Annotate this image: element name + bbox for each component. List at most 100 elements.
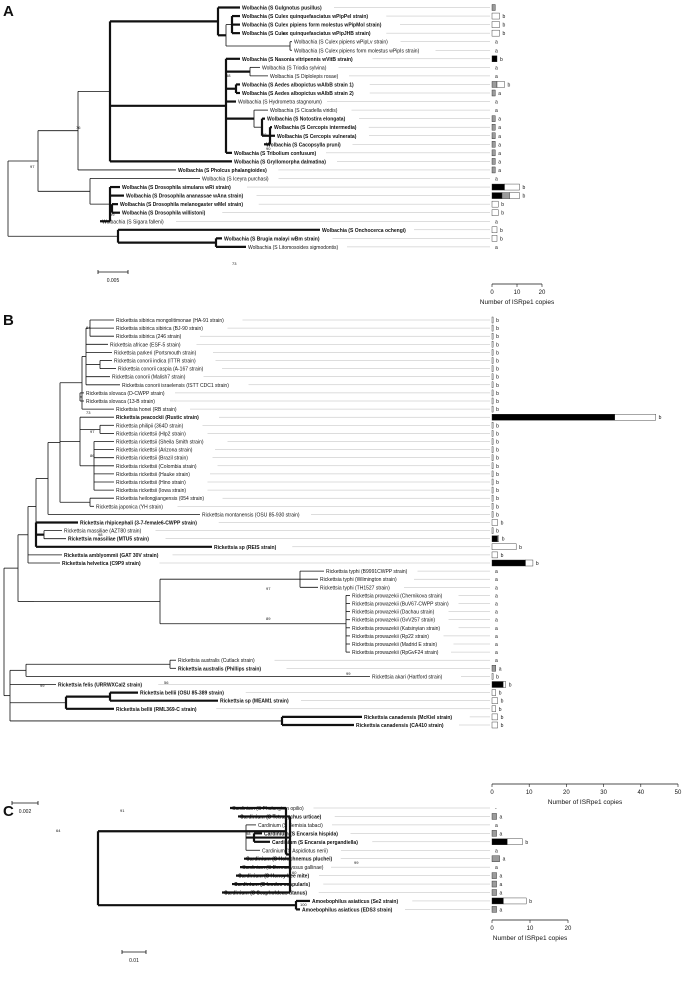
taxon-label: Rickettsia prowazekii (Madrid E strain): [352, 642, 437, 648]
bar-white: [525, 559, 534, 567]
tick-label: 0: [490, 290, 494, 296]
copy-class-letter: a: [495, 823, 498, 829]
taxon-label: Rickettsia sibirica mongolitimonae (HA-9…: [116, 318, 224, 324]
copy-class-letter: b: [496, 383, 499, 389]
tick-label: 0: [490, 790, 494, 796]
bar-white: [491, 430, 494, 437]
axis-title: Number of ISRpe1 copies: [548, 799, 623, 806]
copy-class-letter: b: [508, 82, 511, 88]
copy-class-letter: b: [496, 326, 499, 332]
bar-gray: [491, 132, 496, 139]
bar-white: [502, 681, 506, 688]
bar-gray: [491, 813, 497, 820]
taxon-label: Rickettsia prowazekii (BuV67-CWPP strain…: [352, 602, 449, 608]
copy-class-letter: b: [496, 318, 499, 324]
taxon-label: Rickettsia australis (Phillips strain): [178, 666, 261, 672]
bootstrap-value: 99: [110, 212, 115, 217]
copy-class-letter: b: [501, 211, 504, 217]
copy-class-letter: a: [500, 891, 503, 897]
bootstrap-value: 73: [86, 410, 91, 415]
scale-bar-label: 0.002: [19, 809, 32, 815]
taxon-label: Wolbachia (S Tribolium confusum): [234, 151, 316, 157]
copy-class-letter: a: [495, 593, 498, 599]
taxon-label: Rickettsia rickettsii (Iowa strain): [116, 488, 186, 494]
copy-class-letter: a: [495, 577, 498, 583]
bar-white: [504, 183, 520, 191]
bar-white: [491, 365, 494, 372]
bar-gray: [491, 141, 496, 148]
bar-gray: [491, 830, 497, 837]
bar-white: [491, 373, 494, 380]
bar-white: [491, 21, 500, 28]
taxon-label: Rickettsia sp (REIS strain): [214, 545, 277, 551]
bar-black: [491, 838, 508, 845]
copy-class-letter: b: [496, 367, 499, 373]
copy-class-letter: b: [500, 236, 503, 242]
bar-gray: [491, 89, 496, 97]
bar-black: [491, 559, 526, 567]
taxon-label: Rickettsia conorii indica (ITTR strain): [114, 359, 196, 365]
taxon-label: Rickettsia conorii caspia (A-167 strain): [118, 367, 204, 373]
bar-gray: [491, 166, 496, 174]
taxon-label: Rickettsia heilongjiangensis (054 strain…: [116, 496, 204, 502]
copy-class-letter: b: [496, 407, 499, 413]
copy-class-letter: a: [495, 602, 498, 608]
copy-class-letter: a: [495, 865, 498, 871]
copy-class-letter: a: [498, 151, 501, 157]
bar-white: [491, 462, 494, 469]
taxon-label: Rickettsia japonica (YH strain): [96, 504, 163, 510]
copy-class-letter: a: [495, 658, 498, 664]
taxon-label: Wolbachia (S Onchocerca ochengi): [322, 228, 406, 234]
bar-white: [491, 422, 494, 429]
copy-class-letter: a: [498, 159, 501, 165]
bootstrap-value: 89: [266, 616, 271, 621]
taxon-label: Wolbachia (S Cicadella viridis): [270, 108, 338, 114]
copy-class-letter: a: [495, 569, 498, 575]
copy-class-letter: a: [500, 907, 503, 913]
copy-class-letter: b: [503, 14, 506, 20]
taxon-label: Rickettsia helvetica (C9P9 strain): [62, 561, 141, 567]
taxon-label: Rickettsia prowazekii (Chernikova strain…: [352, 593, 443, 599]
taxon-label: Rickettsia montanensis (OSU 85-930 strai…: [202, 512, 300, 518]
panel-letter: A: [3, 3, 14, 20]
taxon-label: Wolbachia (S Triodia sylvina): [262, 65, 327, 71]
bar-white: [491, 12, 500, 20]
bar-black: [491, 535, 498, 542]
copy-class-letter: a: [495, 100, 498, 106]
bootstrap-value: 97: [90, 429, 95, 434]
copy-class-letter: b: [509, 683, 512, 689]
bootstrap-value: 56: [164, 680, 169, 685]
taxon-label: Wolbachia (S Iceyra purchasi): [202, 177, 269, 183]
copy-class-letter: a: [495, 618, 498, 624]
taxon-label: Wolbachia (S Culex pipiens form molestus…: [242, 23, 382, 29]
copy-class-letter: a: [503, 857, 506, 863]
bar-gray: [491, 149, 496, 157]
bar-white: [491, 721, 498, 729]
bar-white: [491, 543, 517, 550]
copy-class-letter: a: [500, 882, 503, 888]
bar-white: [491, 697, 498, 704]
taxon-label: Wolbachia (S Culex pipiens form molestus…: [294, 48, 420, 54]
tick-label: 40: [637, 790, 644, 796]
bar-black: [491, 681, 504, 688]
copy-class-letter: b: [529, 899, 532, 905]
taxon-label: Wolbachia (S Culex quinquefasciatus wPip…: [242, 14, 368, 20]
copy-class-letter: a: [495, 245, 498, 251]
bootstrap-value: 86: [90, 453, 95, 458]
bar-white: [491, 454, 494, 461]
taxon-label: Rickettsia peacockii (Rustic strain): [116, 415, 199, 421]
bootstrap-value: 60: [292, 870, 297, 875]
taxon-label: Wolbachia (S Diplolepis rosae): [270, 74, 339, 80]
bar-white: [491, 357, 494, 364]
bar-white: [496, 81, 505, 88]
copy-class-letter: b: [500, 228, 503, 234]
copy-class-letter: b: [536, 561, 539, 567]
bar-black: [491, 414, 615, 421]
copy-class-letter: a: [498, 91, 501, 97]
copy-class-letter: a: [495, 177, 498, 183]
taxon-label: Wolbachia (S Litomosoides sigmodontis): [248, 245, 339, 251]
taxon-label: Wolbachia (S Gryllomorpha dalmatina): [234, 159, 326, 165]
bootstrap-value: 98: [246, 831, 251, 836]
bar-white: [491, 235, 498, 242]
